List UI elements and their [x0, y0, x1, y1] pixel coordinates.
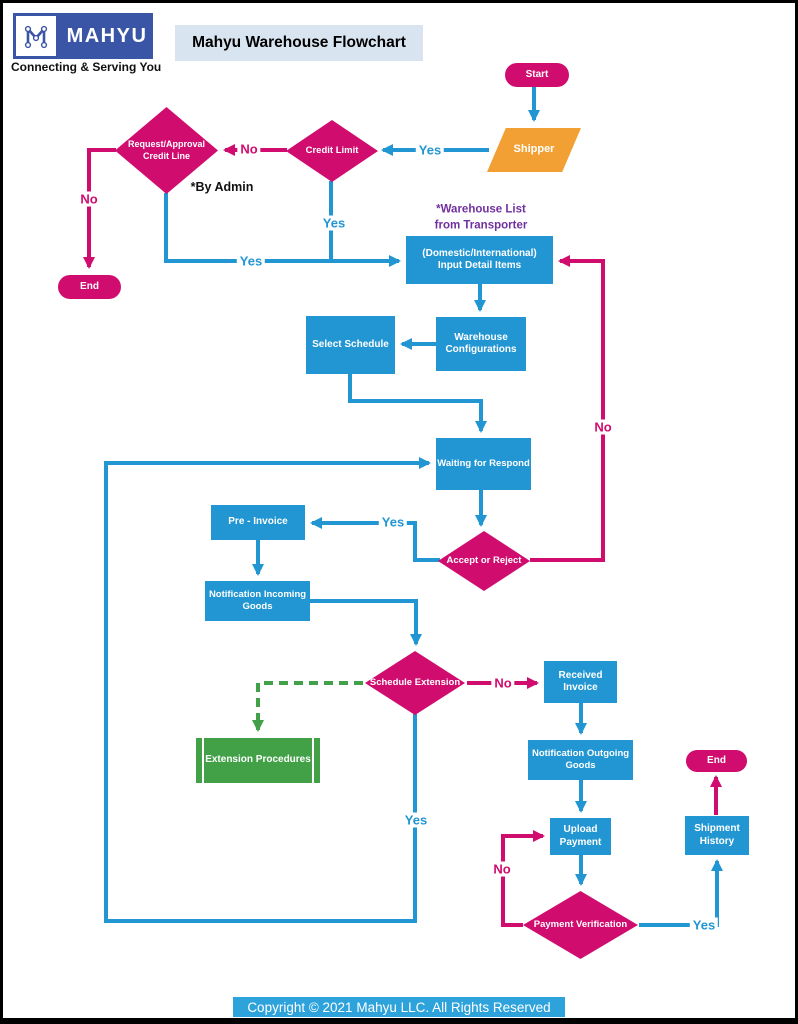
label-no-payment-upload: No: [490, 861, 514, 877]
copyright-bar: Copyright © 2021 Mahyu LLC. All Rights R…: [233, 997, 565, 1017]
edge-accept-input-no: [530, 255, 605, 562]
node-credit-limit: Credit Limit: [286, 120, 378, 182]
edge-schedule-extension: [252, 681, 363, 732]
node-end-right: End: [686, 750, 747, 772]
edge-verification-shipment-yes: [639, 859, 723, 927]
node-received-invoice: Received Invoice: [544, 661, 617, 703]
node-accept-or-reject: Accept or Reject: [438, 531, 530, 591]
node-extension-procedures: Extension Procedures: [196, 738, 320, 783]
label-yes-accept-preinvoice: Yes: [378, 514, 408, 530]
node-shipment-history: Shipment History: [685, 816, 749, 855]
edge-incoming-schedule: [310, 599, 422, 646]
label-yes-credit-down: Yes: [319, 215, 349, 231]
node-shipper: Shipper: [487, 128, 581, 172]
label-no-credit-request: No: [237, 141, 261, 157]
node-warehouse-configurations: Warehouse Configurations: [436, 317, 526, 371]
mahyu-logo-icon: [16, 16, 56, 56]
node-schedule-extension: Schedule Extension: [365, 651, 465, 715]
node-upload-payment: Upload Payment: [550, 818, 611, 855]
node-notification-outgoing-goods: Notification Outgoing Goods: [528, 740, 633, 780]
mahyu-logo: MAHYU: [13, 13, 153, 59]
edge-request-end: [83, 148, 116, 269]
brand-name: MAHYU: [66, 24, 148, 47]
label-yes-payment-shipment: Yes: [689, 917, 719, 933]
node-start: Start: [505, 63, 569, 87]
note-by-admin: *By Admin: [187, 180, 257, 194]
node-notification-incoming-goods: Notification Incoming Goods: [205, 581, 310, 621]
edge-accept-preinvoice: [310, 517, 440, 562]
proc-bar-left: [202, 738, 204, 783]
node-input-detail-items: (Domestic/International) Input Detail It…: [406, 236, 553, 284]
edge-verification-upload-no: [501, 830, 545, 927]
node-waiting-for-respond: Waiting for Respond: [436, 438, 531, 490]
label-no-accept-input: No: [591, 419, 615, 435]
note-warehouse-list: *Warehouse List from Transporter: [434, 202, 528, 234]
label-yes-schedule-loop: Yes: [401, 812, 431, 828]
edge-select-waiting: [348, 374, 487, 433]
label-yes-shipper-credit: Yes: [415, 142, 445, 158]
label-no-request-end: No: [77, 191, 101, 207]
node-pre-invoice: Pre - Invoice: [211, 505, 305, 540]
brand-tagline: Connecting & Serving You: [11, 60, 162, 74]
proc-bar-right: [312, 738, 314, 783]
node-end-left: End: [58, 275, 121, 299]
label-yes-request-down: Yes: [236, 253, 266, 269]
label-no-schedule-received: No: [491, 675, 515, 691]
extension-procedures-label: Extension Procedures: [205, 754, 311, 766]
node-select-schedule: Select Schedule: [306, 316, 395, 374]
page-title: Mahyu Warehouse Flowchart: [175, 25, 423, 61]
node-payment-verification: Payment Verification: [523, 891, 638, 959]
edge-request-input: [164, 193, 401, 267]
